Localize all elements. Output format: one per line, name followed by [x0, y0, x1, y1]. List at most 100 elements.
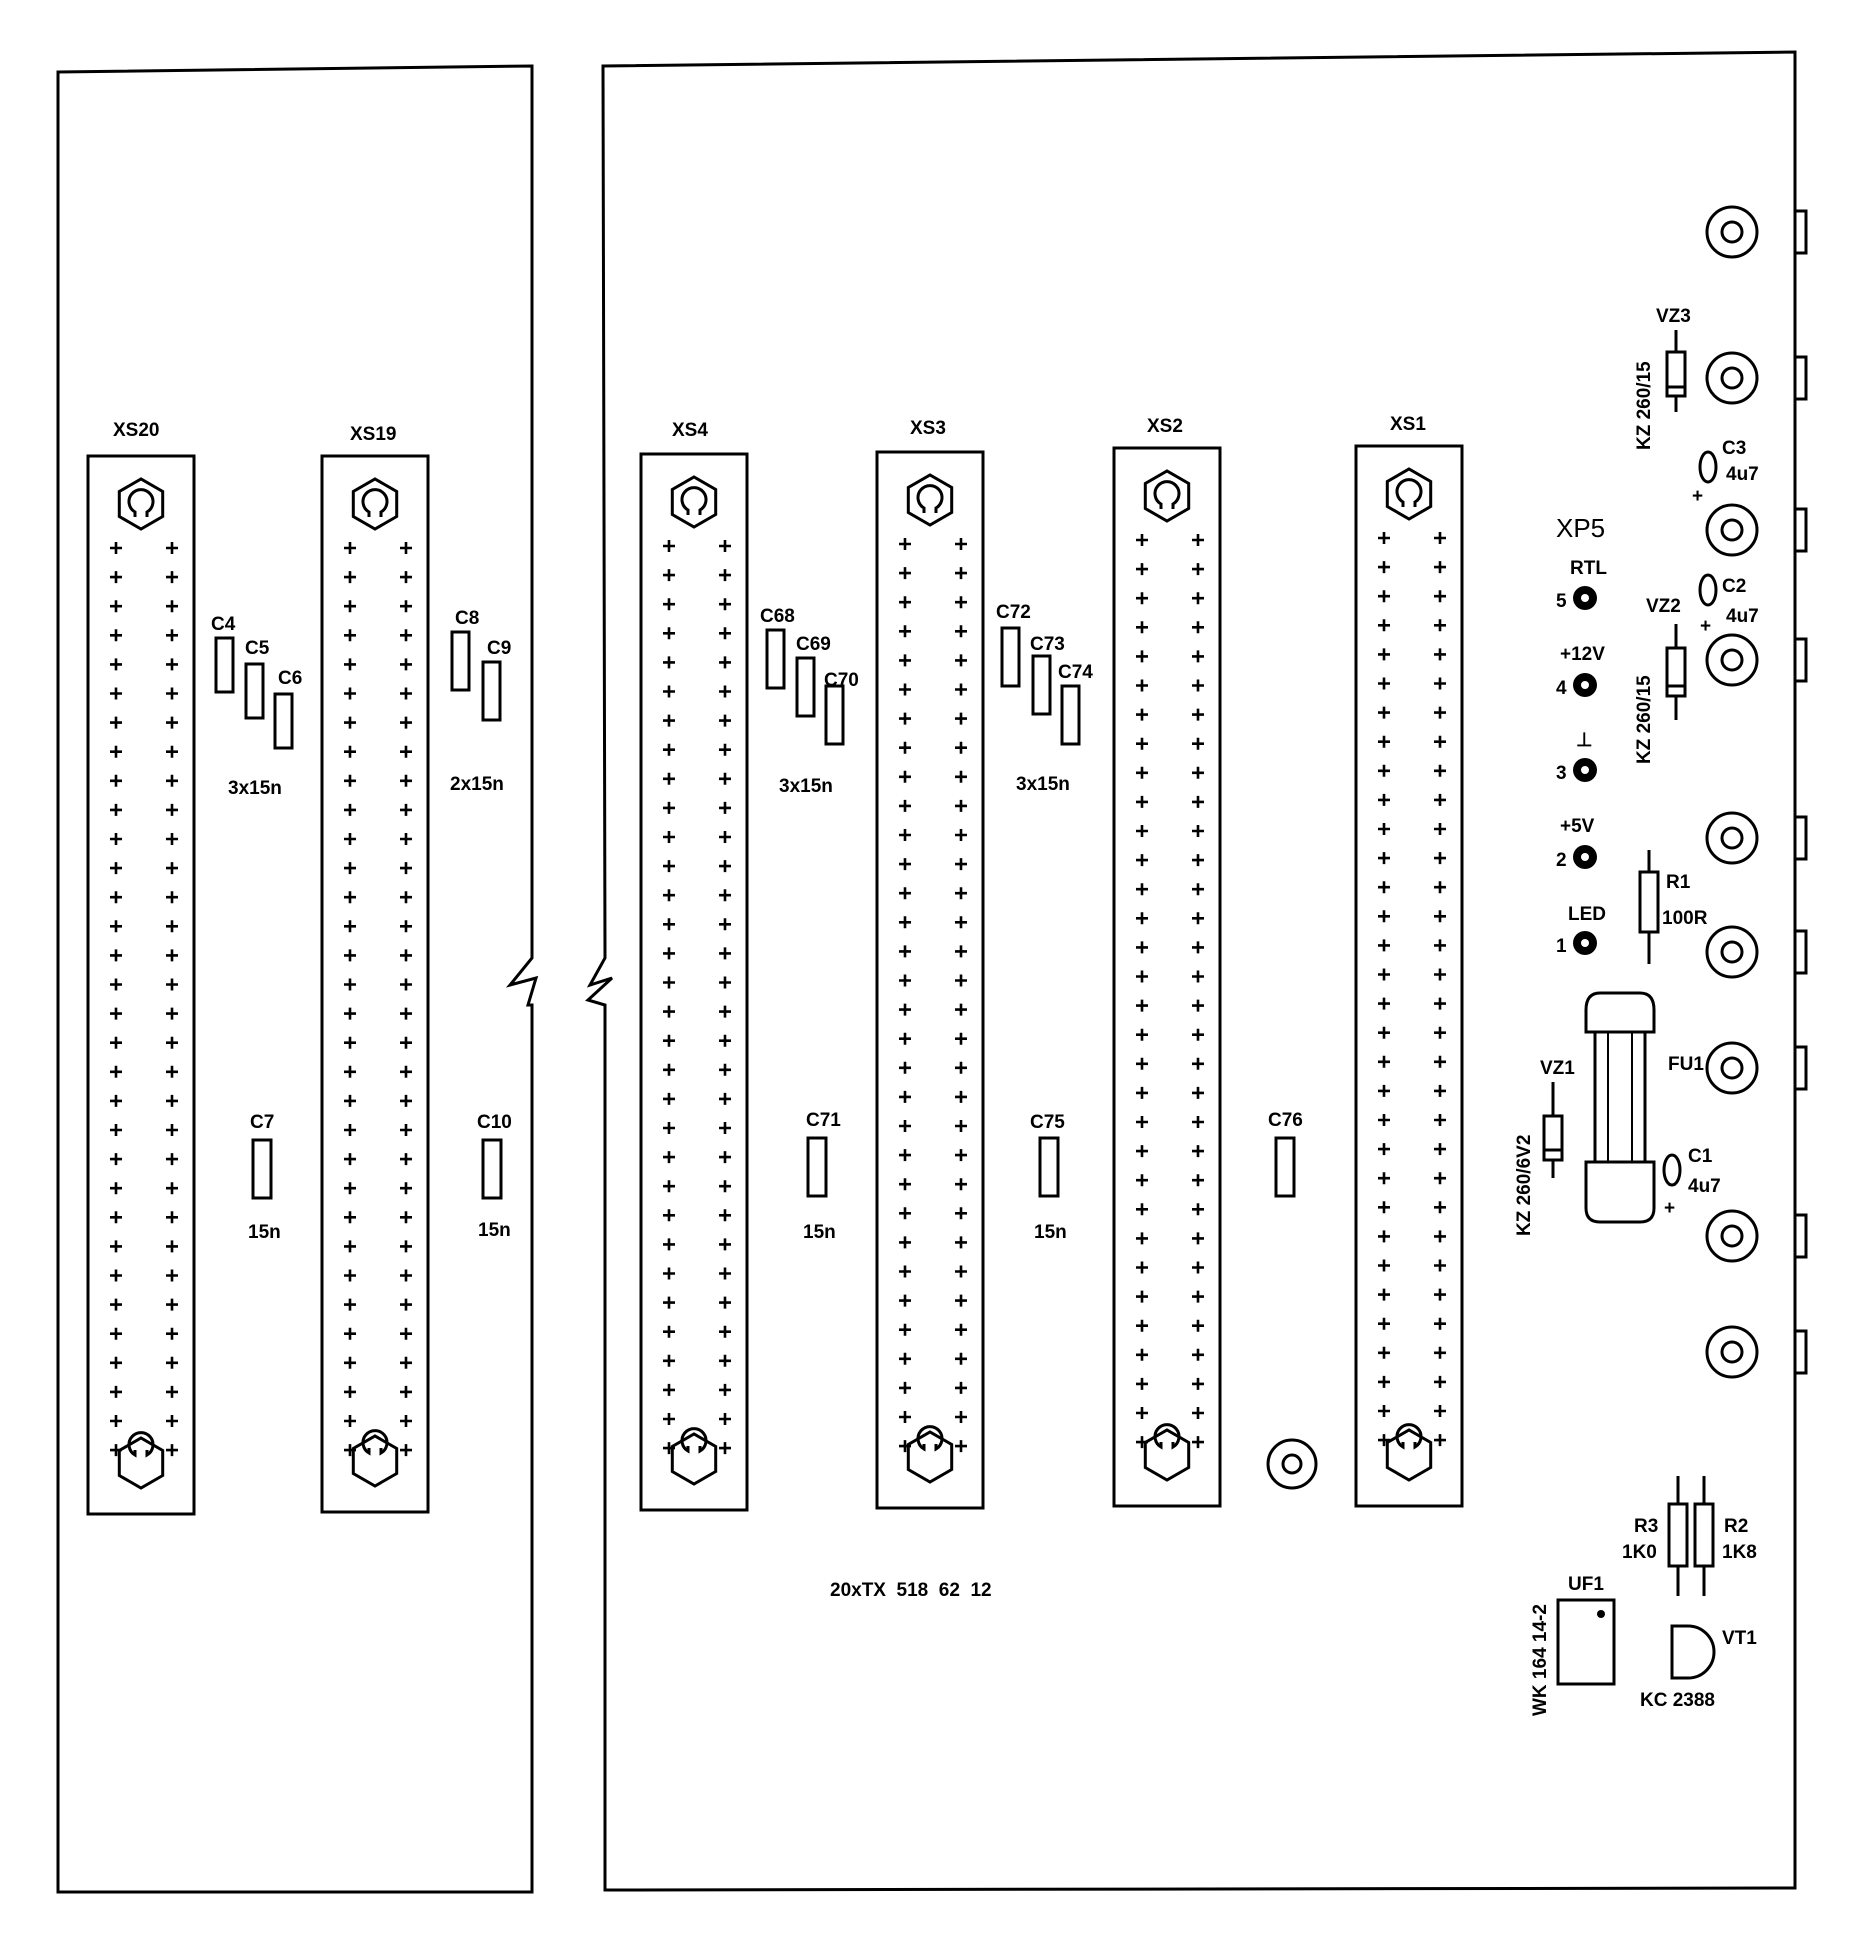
right-board-outline [585, 50, 1797, 1892]
c71-value: 15n [803, 1222, 836, 1243]
connector-xs19 [320, 454, 430, 1514]
xp5-pin-2: +5V 2 [1556, 816, 1597, 871]
xs1-label: XS1 [1390, 414, 1426, 435]
fuse-fu1 [1584, 991, 1656, 1224]
vz3-label: VZ3 [1656, 306, 1691, 327]
xp5-pin-1: LED 1 [1556, 904, 1606, 957]
coax-jack-4 [1705, 633, 1808, 687]
connector-xs2-pins [1136, 534, 1204, 1449]
vz1-type: KZ 260/6V2 [1514, 1135, 1535, 1236]
capacitor-c70 [824, 684, 845, 746]
connector-xs1-pins [1378, 532, 1446, 1447]
capacitor-c5 [244, 662, 265, 720]
c1-polarity: + [1664, 1198, 1675, 1219]
connector-xs1 [1354, 444, 1464, 1508]
xs20-label: XS20 [113, 420, 159, 441]
zener-vz2 [1665, 624, 1687, 720]
connector-xs3-pins [899, 538, 967, 1453]
uf1-label: UF1 [1568, 1574, 1604, 1595]
capacitor-c72 [1000, 626, 1021, 688]
capacitor-c1 [1662, 1153, 1682, 1187]
r3-value: 1K0 [1622, 1542, 1657, 1563]
c5-label: C5 [245, 638, 270, 659]
vz3-type: KZ 260/15 [1634, 361, 1655, 450]
xp5-pin-3: ⊥ 3 [1556, 730, 1597, 784]
xp5-pin-3-name: ⊥ [1576, 730, 1593, 751]
c75-value: 15n [1034, 1222, 1067, 1243]
capacitor-c76 [1274, 1136, 1296, 1198]
connector-xs3 [875, 450, 985, 1510]
c3-value: 4u7 [1726, 464, 1759, 485]
c3-label: C3 [1722, 438, 1746, 459]
coax-jack-1 [1705, 205, 1808, 259]
group-value-xs3: 3x15n [1016, 774, 1070, 795]
connector-xs19-pins [344, 542, 412, 1457]
vz1-label: VZ1 [1540, 1058, 1575, 1079]
xp5-pin-1-name: LED [1568, 904, 1606, 925]
resistor-r3 [1667, 1476, 1689, 1596]
c1-label: C1 [1688, 1146, 1713, 1167]
xp5-pin-5: RTL 5 [1556, 558, 1607, 612]
coax-jack-8 [1705, 1209, 1808, 1263]
vz2-type: KZ 260/15 [1634, 675, 1655, 764]
capacitor-c68 [765, 628, 786, 690]
c76-label: C76 [1268, 1110, 1303, 1131]
c71-label: C71 [806, 1110, 841, 1131]
group-value-xs4: 3x15n [779, 776, 833, 797]
coax-jack-2 [1705, 351, 1808, 405]
c2-polarity: + [1700, 616, 1711, 637]
capacitor-c9 [481, 660, 502, 722]
transistor-vt1 [1670, 1624, 1716, 1680]
connector-xs4-pins [663, 540, 731, 1455]
uf1-type: WK 164 14-2 [1530, 1604, 1551, 1716]
mounting-hole-standalone-inner [1281, 1453, 1303, 1475]
c68-label: C68 [760, 606, 795, 627]
connector-part-note: 20xTX 518 62 12 [830, 1580, 992, 1601]
xs3-label: XS3 [910, 418, 946, 439]
c7-label: C7 [250, 1112, 274, 1133]
r3-label: R3 [1634, 1516, 1658, 1537]
resistor-r1 [1638, 850, 1660, 964]
c7-value: 15n [248, 1222, 281, 1243]
xp5-pin-4: +12V 4 [1556, 644, 1605, 699]
capacitor-c69 [795, 656, 816, 718]
capacitor-c6 [273, 692, 294, 750]
vz2-label: VZ2 [1646, 596, 1681, 617]
c2-value: 4u7 [1726, 606, 1759, 627]
xp5-pin-4-name: +12V [1560, 644, 1605, 665]
xs4-label: XS4 [672, 420, 708, 441]
c10-value: 15n [478, 1220, 511, 1241]
zener-vz3 [1665, 330, 1687, 412]
group-value-xs20: 3x15n [228, 778, 282, 799]
c72-label: C72 [996, 602, 1031, 623]
xs19-label: XS19 [350, 424, 396, 445]
group-value-xs19: 2x15n [450, 774, 504, 795]
capacitor-c10 [481, 1138, 503, 1200]
xp5-pin-1-num: 1 [1556, 936, 1567, 957]
xp5-pin-2-name: +5V [1560, 816, 1595, 837]
edge-jacks [1705, 205, 1808, 1379]
resistor-r2 [1693, 1476, 1715, 1596]
capacitor-c71 [806, 1136, 828, 1198]
c75-label: C75 [1030, 1112, 1065, 1133]
connector-xs2 [1112, 446, 1222, 1508]
capacitor-c3 [1698, 450, 1718, 484]
optocoupler-uf1 [1556, 1598, 1616, 1686]
xp5-pin-5-num: 5 [1556, 591, 1567, 612]
vt1-type: KC 2388 [1640, 1690, 1715, 1711]
xp5-pin-5-name: RTL [1570, 558, 1607, 579]
capacitor-c8 [450, 630, 471, 692]
vt1-label: VT1 [1722, 1628, 1757, 1649]
c8-label: C8 [455, 608, 479, 629]
r1-label: R1 [1666, 872, 1691, 893]
c9-label: C9 [487, 638, 511, 659]
capacitor-c4 [214, 636, 235, 694]
r2-label: R2 [1724, 1516, 1748, 1537]
mounting-hole-standalone [1266, 1438, 1318, 1490]
c69-label: C69 [796, 634, 831, 655]
coax-jack-7 [1705, 1041, 1808, 1095]
coax-jack-5 [1705, 811, 1808, 865]
xp5-pin-2-num: 2 [1556, 850, 1567, 871]
xp5-label: XP5 [1556, 513, 1605, 543]
uf1-pin1-dot [1597, 1610, 1605, 1618]
